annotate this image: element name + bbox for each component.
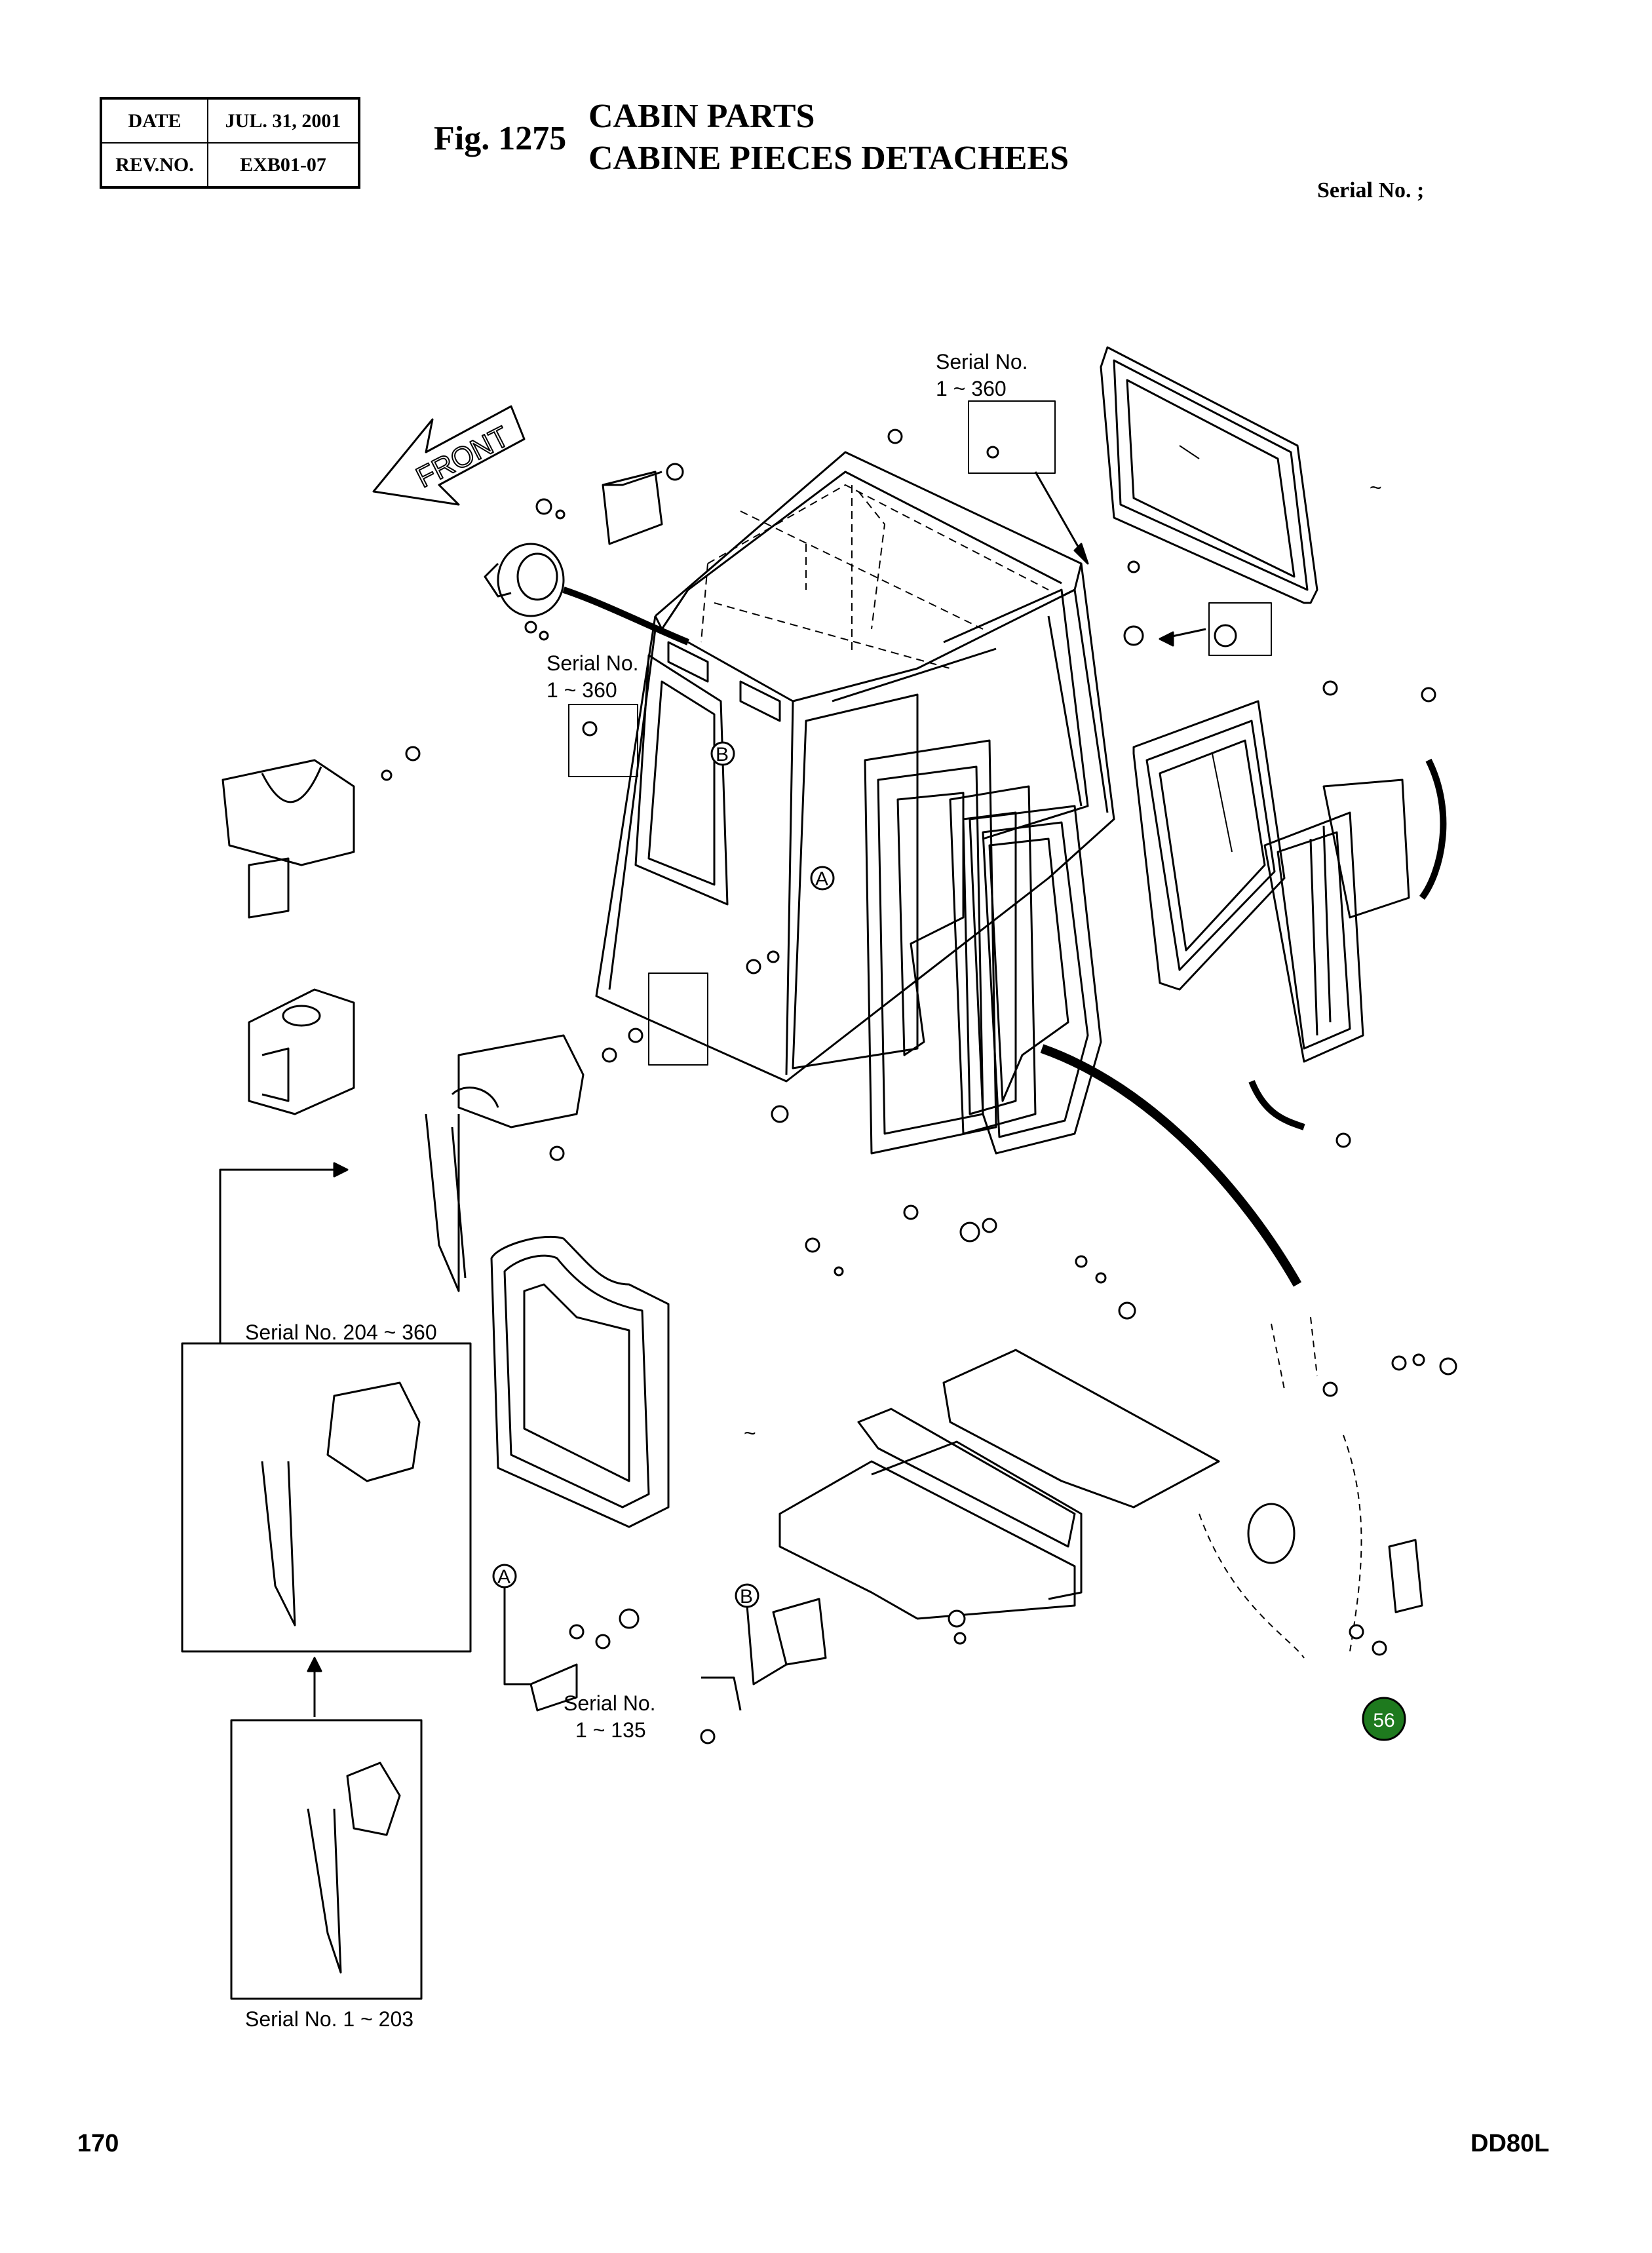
variant-box-lower bbox=[230, 1719, 423, 2000]
serial-label-bottom-2: 1 ~ 135 bbox=[575, 1718, 646, 1742]
date-label: DATE bbox=[100, 98, 208, 144]
tilde-mark-right: ~ bbox=[1370, 476, 1382, 499]
front-door-frame bbox=[864, 739, 1037, 1155]
circle-b-upper: B bbox=[716, 744, 729, 765]
serial-label-box-lower: Serial No. 1 ~ 203 bbox=[245, 2007, 413, 2031]
figure-number: Fig. 1275 bbox=[434, 120, 567, 157]
callout-circle[interactable] bbox=[1362, 1697, 1406, 1741]
rev-value: EXB01-07 bbox=[207, 142, 360, 188]
floor-mats bbox=[778, 1349, 1220, 1620]
circle-markers: B A A B bbox=[492, 741, 835, 1608]
callout-number: 56 bbox=[1373, 1710, 1394, 1731]
serial-label-mid-2: 1 ~ 360 bbox=[547, 678, 617, 702]
serial-label-top-1: Serial No. bbox=[936, 350, 1028, 374]
hinge-part bbox=[1247, 1503, 1423, 1613]
rev-label: REV.NO. bbox=[100, 142, 208, 188]
title-english: CABIN PARTS bbox=[588, 98, 815, 135]
inset-boxes bbox=[568, 400, 1272, 1066]
model-name: DD80L bbox=[1470, 2130, 1550, 2157]
serial-label-mid-1: Serial No. bbox=[547, 651, 639, 675]
title-french: CABINE PIECES DETACHEES bbox=[588, 140, 1069, 177]
date-value: JUL. 31, 2001 bbox=[207, 98, 360, 144]
circle-b-lower: B bbox=[740, 1586, 753, 1608]
tilde-mark-lower: ~ bbox=[744, 1421, 756, 1445]
wiper-assembly-main bbox=[425, 1034, 585, 1292]
wiper-variant-a bbox=[261, 1381, 421, 1627]
circle-a-lower: A bbox=[497, 1566, 510, 1588]
variant-box-upper bbox=[181, 1342, 472, 1653]
right-sliding-glass bbox=[1263, 779, 1410, 1063]
serial-label-box-upper: Serial No. 204 ~ 360 bbox=[245, 1320, 437, 1344]
fan-part bbox=[484, 543, 565, 617]
revision-table: DATE JUL. 31, 2001 REV.NO. EXB01-07 bbox=[100, 97, 360, 189]
main-door bbox=[969, 805, 1102, 1155]
left-bracket bbox=[221, 759, 355, 919]
left-window-gasket bbox=[490, 1235, 670, 1528]
top-right-window bbox=[1100, 346, 1318, 604]
serial-number-header: Serial No. ; bbox=[1317, 178, 1425, 202]
wiper-variant-b bbox=[307, 1762, 401, 1974]
front-arrow: FRONT bbox=[372, 405, 526, 506]
serial-label-top-2: 1 ~ 360 bbox=[936, 377, 1007, 400]
washer-tank bbox=[248, 988, 355, 1115]
circle-a-upper: A bbox=[815, 868, 828, 890]
right-side-window bbox=[1132, 700, 1286, 991]
cabin-frame bbox=[595, 451, 1115, 1083]
page-number: 170 bbox=[77, 2130, 119, 2157]
serial-label-bottom-1: Serial No. bbox=[564, 1691, 656, 1715]
cabin-hidden-lines bbox=[701, 484, 1049, 669]
